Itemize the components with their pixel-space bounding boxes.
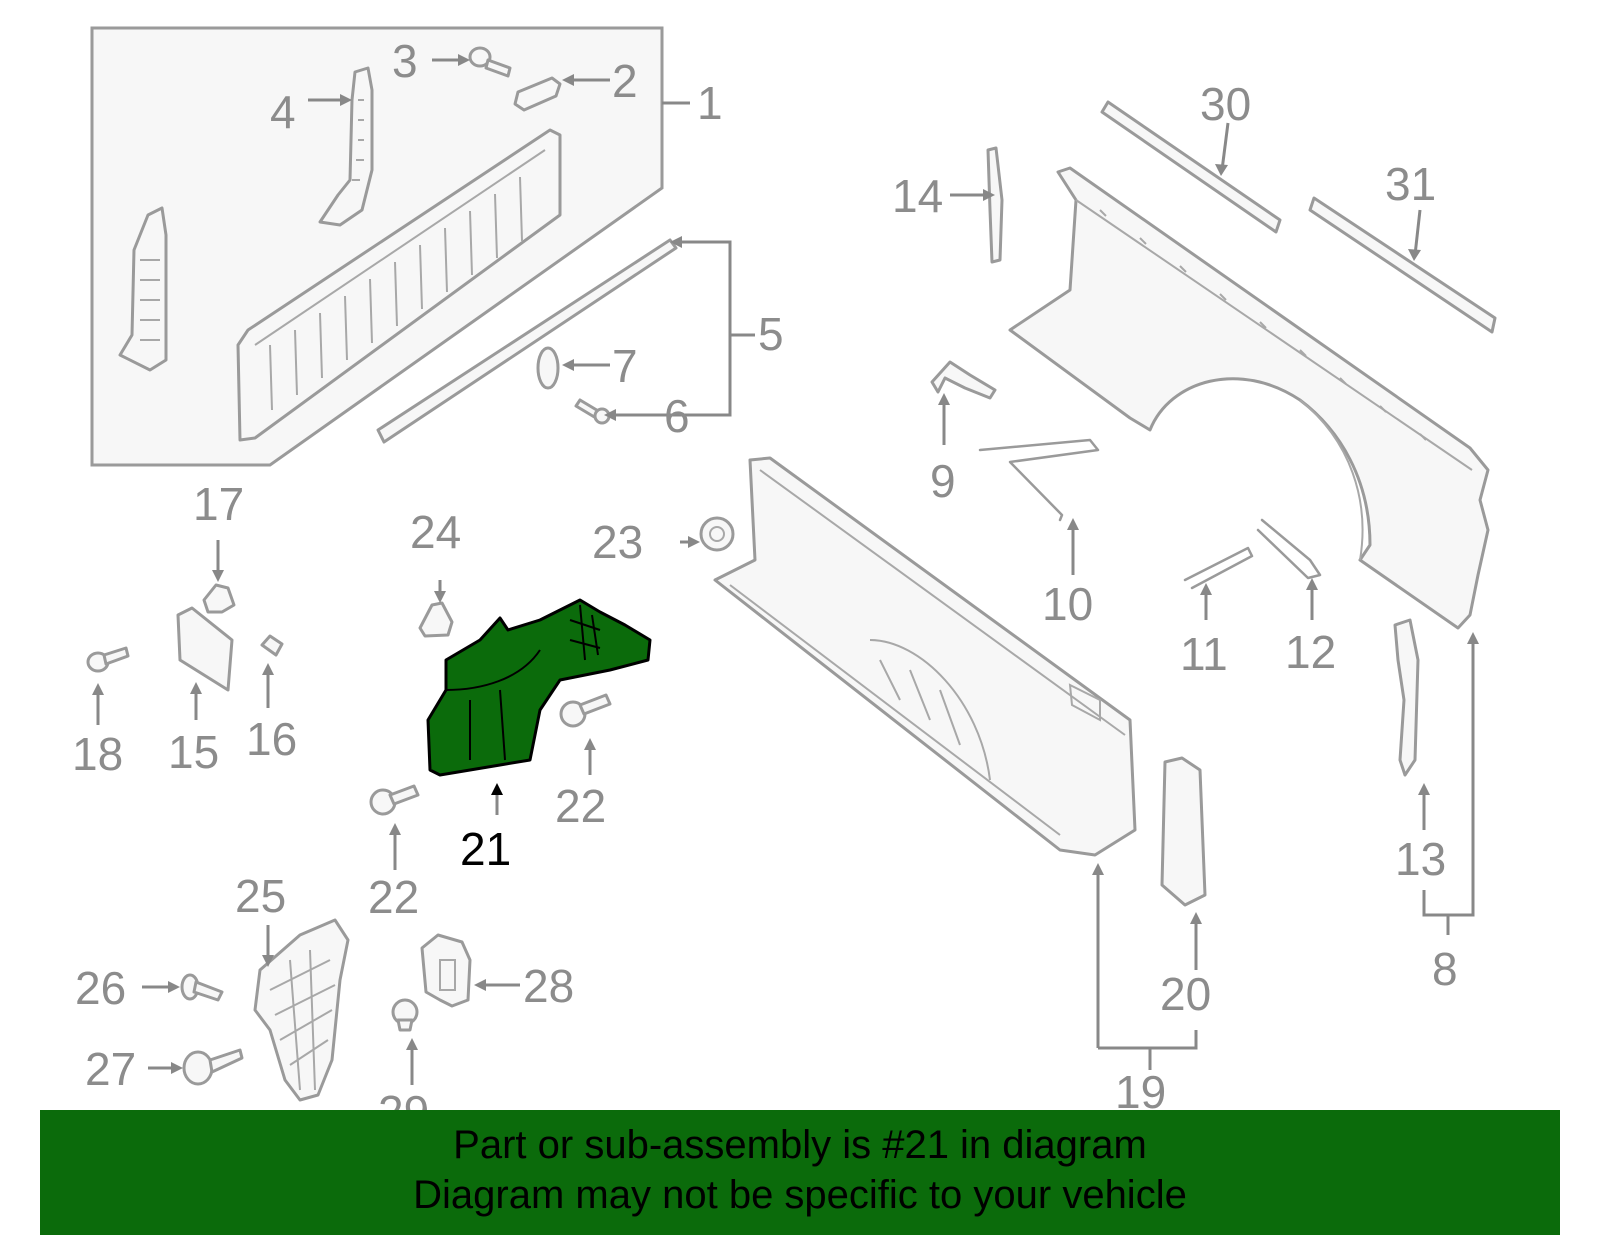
callout-11: 11 (1180, 628, 1228, 680)
callout-25: 25 (235, 870, 286, 922)
part-6-fastener (574, 398, 611, 425)
callout-22-left: 22 (368, 871, 419, 923)
part-15-plate (176, 606, 234, 692)
callout-17: 17 (193, 478, 244, 530)
callout-20: 20 (1160, 968, 1211, 1020)
banner-line-1: Part or sub-assembly is #21 in diagram (453, 1123, 1147, 1167)
callout-14: 14 (892, 170, 943, 222)
part-16-plug (260, 634, 284, 657)
callout-8: 8 (1432, 943, 1458, 995)
callout-6: 6 (664, 390, 690, 442)
part-17-clip (202, 583, 236, 614)
part-14-moulding (986, 146, 1004, 264)
callout-23: 23 (592, 516, 643, 568)
callout-31: 31 (1385, 158, 1436, 210)
part-23-nut (699, 516, 735, 552)
part-31-strip (1308, 196, 1497, 334)
callout-7: 7 (612, 340, 638, 392)
callout-9: 9 (930, 455, 956, 507)
callout-5: 5 (758, 308, 784, 360)
callout-19: 19 (1115, 1066, 1166, 1118)
part-30-strip (1100, 100, 1282, 234)
part-24-clip (418, 601, 454, 638)
part-29-clip (391, 998, 419, 1032)
part-7-grommet (536, 346, 560, 390)
part-13-bracket (1393, 618, 1420, 777)
part-9-bracket (930, 360, 997, 400)
part-11-brace (1183, 546, 1254, 590)
part-22-screw-right (559, 693, 612, 728)
part-18-screw (86, 646, 130, 673)
part-19-panel (713, 456, 1137, 857)
callout-22-right: 22 (555, 780, 606, 832)
part-1-panel (236, 128, 562, 442)
part-22-screw-left (369, 784, 420, 816)
callout-27: 27 (85, 1043, 136, 1095)
callout-28: 28 (523, 960, 574, 1012)
callout-26: 26 (75, 962, 126, 1014)
callout-15: 15 (168, 726, 219, 778)
part-12-brace (1256, 518, 1322, 580)
part-inner-bracket (118, 206, 168, 372)
callout-21[interactable]: 21 (460, 823, 511, 875)
part-28-bracket (420, 933, 472, 1008)
callout-10: 10 (1042, 578, 1093, 630)
callout-1: 1 (697, 77, 723, 129)
leader-lines (92, 54, 1479, 1085)
callout-3: 3 (392, 35, 418, 87)
part-10-brace (978, 438, 1100, 522)
callout-13: 13 (1395, 833, 1446, 885)
part-25-liner (253, 918, 350, 1102)
part-3-screw (468, 46, 512, 78)
callout-16: 16 (246, 713, 297, 765)
part-20-reinforcement (1160, 756, 1207, 907)
callout-18: 18 (72, 728, 123, 780)
callout-4: 4 (270, 86, 296, 138)
part-2-clip (513, 76, 562, 112)
callout-30: 30 (1200, 78, 1251, 130)
part-21-highlighted[interactable] (426, 598, 652, 777)
banner-line-2: Diagram may not be specific to your vehi… (413, 1173, 1187, 1217)
part-4-bracket (318, 66, 374, 227)
part-5-strip (376, 238, 678, 444)
part-26-fastener (180, 973, 224, 1002)
part-27-pushpin (182, 1048, 244, 1086)
callout-12: 12 (1285, 626, 1336, 678)
callout-24: 24 (410, 506, 461, 558)
callout-2: 2 (612, 55, 638, 107)
info-banner: Part or sub-assembly is #21 in diagram D… (40, 1110, 1560, 1235)
